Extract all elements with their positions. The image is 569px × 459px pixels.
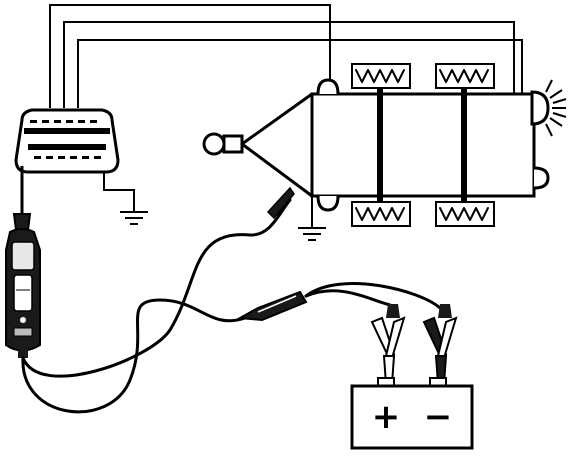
alligator-clip-icon bbox=[266, 186, 295, 220]
tire-icon bbox=[351, 201, 411, 227]
lamp-icon bbox=[530, 79, 567, 137]
ground-icon bbox=[120, 211, 148, 225]
connector-icon bbox=[14, 108, 120, 174]
battery-lead-positive bbox=[304, 289, 392, 307]
probe-aux-lead bbox=[21, 198, 292, 378]
connector-ground-wire bbox=[103, 172, 135, 212]
hitch-ring bbox=[202, 132, 226, 156]
probe-screen bbox=[11, 241, 35, 271]
battery-icon: + − bbox=[350, 377, 474, 450]
alligator-clip-icon bbox=[422, 304, 458, 385]
alligator-clip-icon bbox=[370, 304, 406, 385]
connector-pin-row bbox=[28, 144, 106, 150]
battery-negative-label: − bbox=[424, 397, 453, 437]
fuse-holder-icon bbox=[236, 290, 308, 322]
probe-rocker-switch bbox=[13, 274, 33, 312]
power-probe-icon bbox=[5, 166, 41, 358]
probe-button bbox=[20, 317, 26, 323]
battery-positive-label: + bbox=[372, 397, 401, 437]
trailer-icon bbox=[202, 78, 550, 212]
ground-icon bbox=[298, 227, 326, 241]
battery-lead-negative bbox=[304, 282, 442, 310]
tire-icon bbox=[435, 63, 495, 89]
tire-icon bbox=[435, 201, 495, 227]
tire-icon bbox=[351, 63, 411, 89]
connector-pin-row bbox=[24, 128, 110, 134]
probe-cable bbox=[21, 298, 247, 414]
